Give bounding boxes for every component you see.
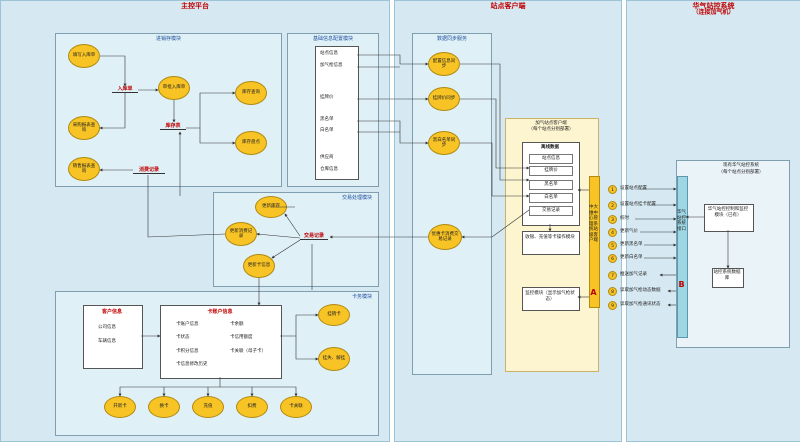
message-label: 推送加气记录	[620, 272, 647, 277]
stock-query-node: 库存查询	[235, 81, 267, 105]
sync-blacklist-node: 黑白名单同步	[428, 131, 460, 155]
approve-entry-node: 审批入库单	[158, 76, 190, 100]
monitor-module-box	[522, 287, 580, 311]
offline-item: 白名单	[529, 193, 573, 203]
offline-item: 挂牌价	[529, 166, 573, 176]
sync-config-node: 配置信息同步	[428, 52, 460, 76]
message-label: 更新气价	[620, 229, 638, 234]
cng-control-box	[704, 204, 754, 232]
cng-system-panel-title: 华气站控系统	[692, 2, 735, 10]
account-item: 卡状态	[176, 335, 190, 340]
cng-db-label: 站控系统数据库	[713, 270, 741, 281]
message-number: 8	[608, 287, 617, 296]
report-loss-node: 挂失、解挂	[318, 347, 350, 371]
inventory-module-title: 进销存模块	[155, 36, 181, 42]
cng-system-panel-subtitle: （连接加气机）	[692, 9, 735, 16]
purchase-report-node: 采购报表查询	[68, 116, 100, 140]
message-label: 读取加气枪动态数据	[620, 288, 661, 293]
monitor-module-label: 监控模块（显示加气枪状态）	[525, 291, 575, 302]
account-info-box	[160, 305, 282, 379]
cng-control-label: 华气站控控制和监控模块（已有）	[707, 207, 749, 218]
message-label: 设置站点配置	[620, 186, 647, 191]
new-card-node: 开新卡	[104, 396, 136, 418]
customer-info-box	[83, 305, 143, 369]
update-consume-node: 更新消费记录	[225, 222, 257, 246]
customer-item: 车辆信息	[98, 339, 116, 344]
message-label: 设置站点挂卡配置	[620, 202, 656, 207]
sync-service-title: 数据同步服务	[436, 36, 467, 42]
message-number: 2	[608, 201, 617, 210]
account-item: 卡余额	[230, 322, 244, 327]
update-stock-node: 更新库存	[255, 196, 287, 218]
basic-item: 供应商	[320, 155, 334, 160]
station-interface-label: 中大维中心管理系统站级客户端	[589, 205, 598, 243]
basic-item: 加气枪信息	[320, 63, 343, 68]
cashier-module-label: 收银、充值等卡操作模块	[525, 235, 575, 240]
message-label: 读取加气枪通讯状态	[620, 302, 661, 307]
account-item: 卡信息修改历史	[176, 362, 208, 367]
cng-interface-bar	[677, 176, 688, 338]
cng-system-title: 现有华气站控系统	[723, 163, 759, 168]
message-number: 7	[608, 271, 617, 280]
account-info-title: 卡账户信息	[207, 309, 233, 315]
account-item: 卡账户信息	[176, 322, 199, 327]
basic-item: 黑名单	[320, 117, 334, 122]
cng-interface-letter: B	[678, 280, 685, 289]
card-module-title: 卡务模块	[351, 294, 372, 300]
basic-item: 站点信息	[320, 51, 338, 56]
offline-item: 站点信息	[529, 154, 573, 164]
fill-entry-node: 填写入库单	[68, 44, 100, 68]
swap-card-node: 换卡	[148, 396, 180, 418]
basic-item: 白名单	[320, 128, 334, 133]
offline-item: 黑名单	[529, 180, 573, 190]
message-number: 6	[608, 254, 617, 263]
sync-trade-node: 优惠卡消费交易记录	[428, 224, 462, 250]
card-link-node: 卡关联	[280, 396, 312, 418]
sales-report-node: 销售报表查询	[68, 157, 100, 181]
cng-interface-label: 华气站控系统接口	[677, 210, 686, 232]
entry-label: 入库单	[112, 86, 138, 93]
basic-info-module-title: 基础信息配置模块	[312, 36, 353, 42]
offline-item: 交易记录	[529, 206, 573, 216]
account-item: 卡关联（母子卡）	[230, 349, 266, 354]
sync-price-node: 挂牌价同步	[428, 87, 460, 111]
message-number: 3	[608, 215, 617, 224]
message-number: 5	[608, 241, 617, 250]
message-number: 1	[608, 185, 617, 194]
account-item: 卡积分信息	[176, 349, 199, 354]
sales-record-label: 消费记录	[133, 167, 165, 174]
stock-check-node: 库存盘点	[235, 131, 267, 155]
main-platform-title: 主控平台	[181, 2, 209, 10]
station-client-title: 加气站点客户端	[535, 121, 567, 126]
basic-item: 仓库信息	[320, 167, 338, 172]
trade-record-label: 交易记录	[300, 233, 328, 240]
customer-item: 公司信息	[98, 325, 116, 330]
stock-label: 库存表	[160, 123, 186, 130]
message-label: 更新白名单	[620, 255, 643, 260]
message-number: 4	[608, 228, 617, 237]
message-label: 校时	[620, 216, 629, 221]
cng-system-box	[676, 160, 790, 348]
station-interface-bar	[589, 176, 600, 308]
basic-item: 挂牌价	[320, 95, 334, 100]
cancel-card-node: 挂销卡	[318, 304, 350, 326]
sync-service: 数据同步服务	[412, 33, 492, 375]
message-label: 更新黑名单	[620, 242, 643, 247]
cng-system-subtitle: （每个站点分别部署）	[718, 170, 764, 175]
cashier-module-box	[522, 231, 580, 255]
station-client-subtitle: （每个站点分别部署）	[528, 127, 574, 132]
deduct-node: 扣费	[236, 396, 268, 418]
recharge-node: 充值	[192, 396, 224, 418]
account-item: 卡信用额度	[230, 335, 253, 340]
customer-info-title: 客户信息	[101, 309, 122, 315]
message-number: 9	[608, 301, 617, 310]
offline-data-title: 离线数据	[541, 145, 559, 150]
basic-info-list	[315, 46, 359, 180]
update-card-node: 更新卡信息	[243, 254, 275, 278]
station-client-panel-title: 站点客户端	[490, 2, 526, 10]
trade-module-title: 交易处理模块	[341, 195, 372, 201]
station-interface-letter: A	[590, 288, 597, 297]
